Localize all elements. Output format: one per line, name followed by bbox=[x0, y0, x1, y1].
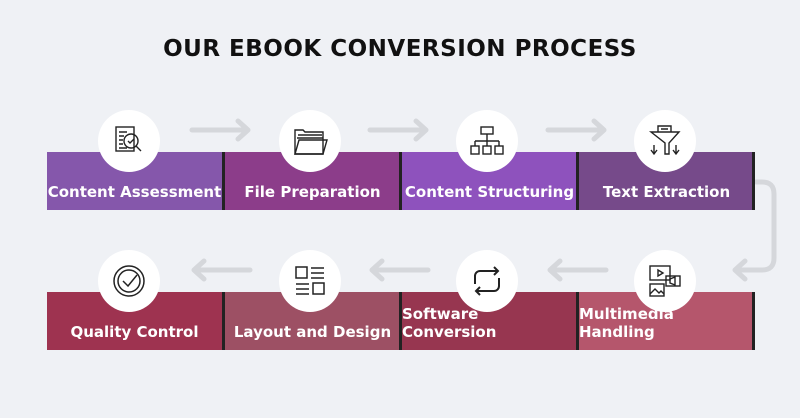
step-label: Content Assessment bbox=[47, 183, 222, 201]
step-label: Quality Control bbox=[70, 323, 199, 341]
step-label: Content Structuring bbox=[404, 183, 575, 201]
step-label: Multimedia Handling bbox=[579, 305, 674, 341]
divider bbox=[222, 152, 225, 210]
arrow-left-icon bbox=[191, 258, 253, 282]
step-label: File Preparation bbox=[244, 183, 381, 201]
curved-arrow-icon bbox=[732, 179, 777, 282]
quality-check-icon bbox=[98, 250, 160, 312]
hierarchy-icon bbox=[456, 110, 518, 172]
divider bbox=[222, 292, 225, 350]
step-label: Software Conversion bbox=[402, 305, 497, 341]
page-title: OUR EBOOK CONVERSION PROCESS bbox=[163, 36, 637, 62]
divider bbox=[576, 292, 579, 350]
divider bbox=[752, 152, 755, 210]
document-check-search-icon bbox=[98, 110, 160, 172]
arrow-right-icon bbox=[189, 118, 251, 142]
step-label: Layout and Design bbox=[233, 323, 392, 341]
divider bbox=[752, 292, 755, 350]
arrow-right-icon bbox=[545, 118, 607, 142]
layout-icon bbox=[279, 250, 341, 312]
arrow-left-icon bbox=[547, 258, 609, 282]
divider bbox=[399, 152, 402, 210]
folder-icon bbox=[279, 110, 341, 172]
arrow-right-icon bbox=[367, 118, 429, 142]
arrow-left-icon bbox=[369, 258, 431, 282]
refresh-icon bbox=[456, 250, 518, 312]
multimedia-icon bbox=[634, 250, 696, 312]
divider bbox=[576, 152, 579, 210]
step-label: Text Extraction bbox=[602, 183, 731, 201]
funnel-icon bbox=[634, 110, 696, 172]
divider bbox=[399, 292, 402, 350]
